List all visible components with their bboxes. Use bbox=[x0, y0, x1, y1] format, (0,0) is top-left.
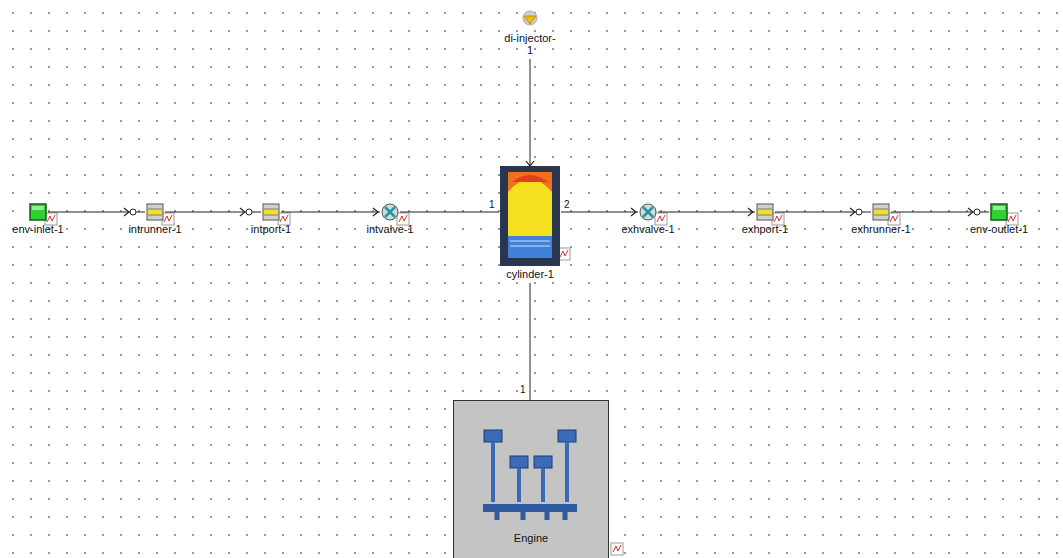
cylinder-box-shape bbox=[500, 166, 560, 266]
connector bbox=[281, 208, 380, 216]
port-number: 2 bbox=[564, 199, 570, 210]
node-label: cylinder-1 bbox=[506, 268, 554, 280]
port-number: 1 bbox=[489, 199, 495, 210]
connector bbox=[530, 283, 531, 400]
node-label: exhvalve-1 bbox=[621, 223, 674, 235]
node-label: env-outlet-1 bbox=[970, 223, 1028, 235]
environment-box-shape bbox=[990, 203, 1008, 221]
pipe-box-shape bbox=[756, 203, 774, 221]
cylinder-box: cylinder-1 bbox=[500, 166, 560, 266]
injector-icon: di-injector- 1 bbox=[521, 10, 539, 30]
connector bbox=[165, 208, 261, 216]
node-label: di-injector- 1 bbox=[500, 32, 560, 56]
connector bbox=[658, 208, 755, 216]
node-label: env-inlet-1 bbox=[12, 223, 63, 235]
pipe-box-shape bbox=[262, 203, 280, 221]
valve-symbol-shape bbox=[381, 203, 399, 221]
injector-icon-shape bbox=[521, 10, 539, 30]
valve-symbol-shape bbox=[639, 203, 657, 221]
node-label: exhrunner-1 bbox=[851, 223, 910, 235]
connector bbox=[775, 208, 871, 216]
pipe-box-shape bbox=[872, 203, 890, 221]
node-label: intrunner-1 bbox=[128, 223, 181, 235]
pipe-box: exhport-1 bbox=[756, 203, 774, 221]
valve-symbol: intvalve-1 bbox=[381, 203, 399, 221]
environment-box: env-outlet-1 bbox=[990, 203, 1008, 221]
node-label: exhport-1 bbox=[742, 223, 788, 235]
engine-block: Engine bbox=[453, 400, 609, 558]
environment-box-shape bbox=[29, 203, 47, 221]
valve-symbol: exhvalve-1 bbox=[639, 203, 657, 221]
node-label: intport-1 bbox=[251, 223, 291, 235]
pipe-box: intport-1 bbox=[262, 203, 280, 221]
pipe-box-shape bbox=[146, 203, 164, 221]
connector bbox=[400, 212, 499, 213]
connector bbox=[561, 208, 638, 216]
connector bbox=[526, 59, 534, 166]
node-label: Engine bbox=[514, 532, 548, 544]
pipe-box: intrunner-1 bbox=[146, 203, 164, 221]
pipe-box: exhrunner-1 bbox=[872, 203, 890, 221]
node-label: intvalve-1 bbox=[366, 223, 413, 235]
port-number: 1 bbox=[520, 384, 526, 395]
connector bbox=[48, 208, 145, 216]
plot-icon bbox=[611, 543, 623, 555]
environment-box: env-inlet-1 bbox=[29, 203, 47, 221]
connector bbox=[891, 208, 989, 216]
